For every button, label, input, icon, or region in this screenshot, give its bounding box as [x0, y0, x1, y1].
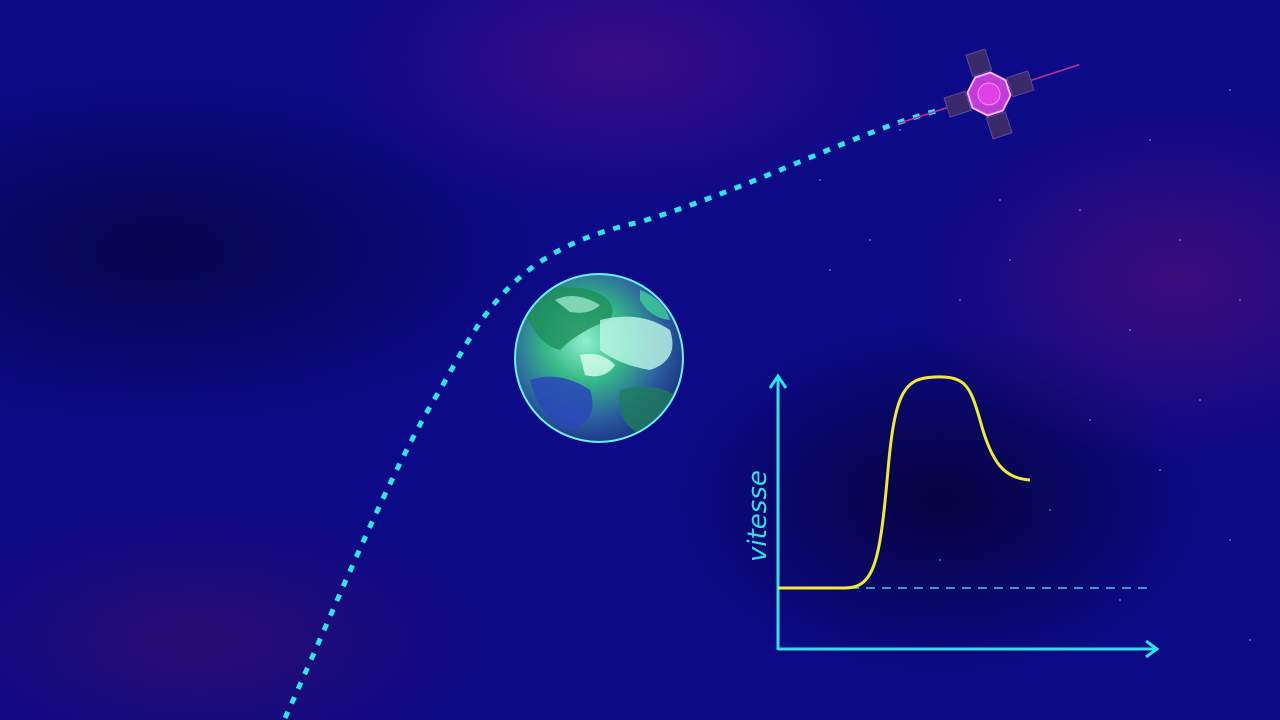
- y-axis-arrow: [768, 373, 788, 389]
- speed-curve: [778, 375, 1031, 590]
- trajectory-path: [282, 107, 941, 720]
- earth-icon: [514, 273, 684, 443]
- satellite-icon: [898, 48, 1080, 140]
- y-axis-label: vitesse: [743, 470, 773, 562]
- speed-graph: vitesse: [743, 373, 1160, 659]
- x-axis-arrow: [1145, 639, 1160, 659]
- star-field: [819, 89, 1251, 641]
